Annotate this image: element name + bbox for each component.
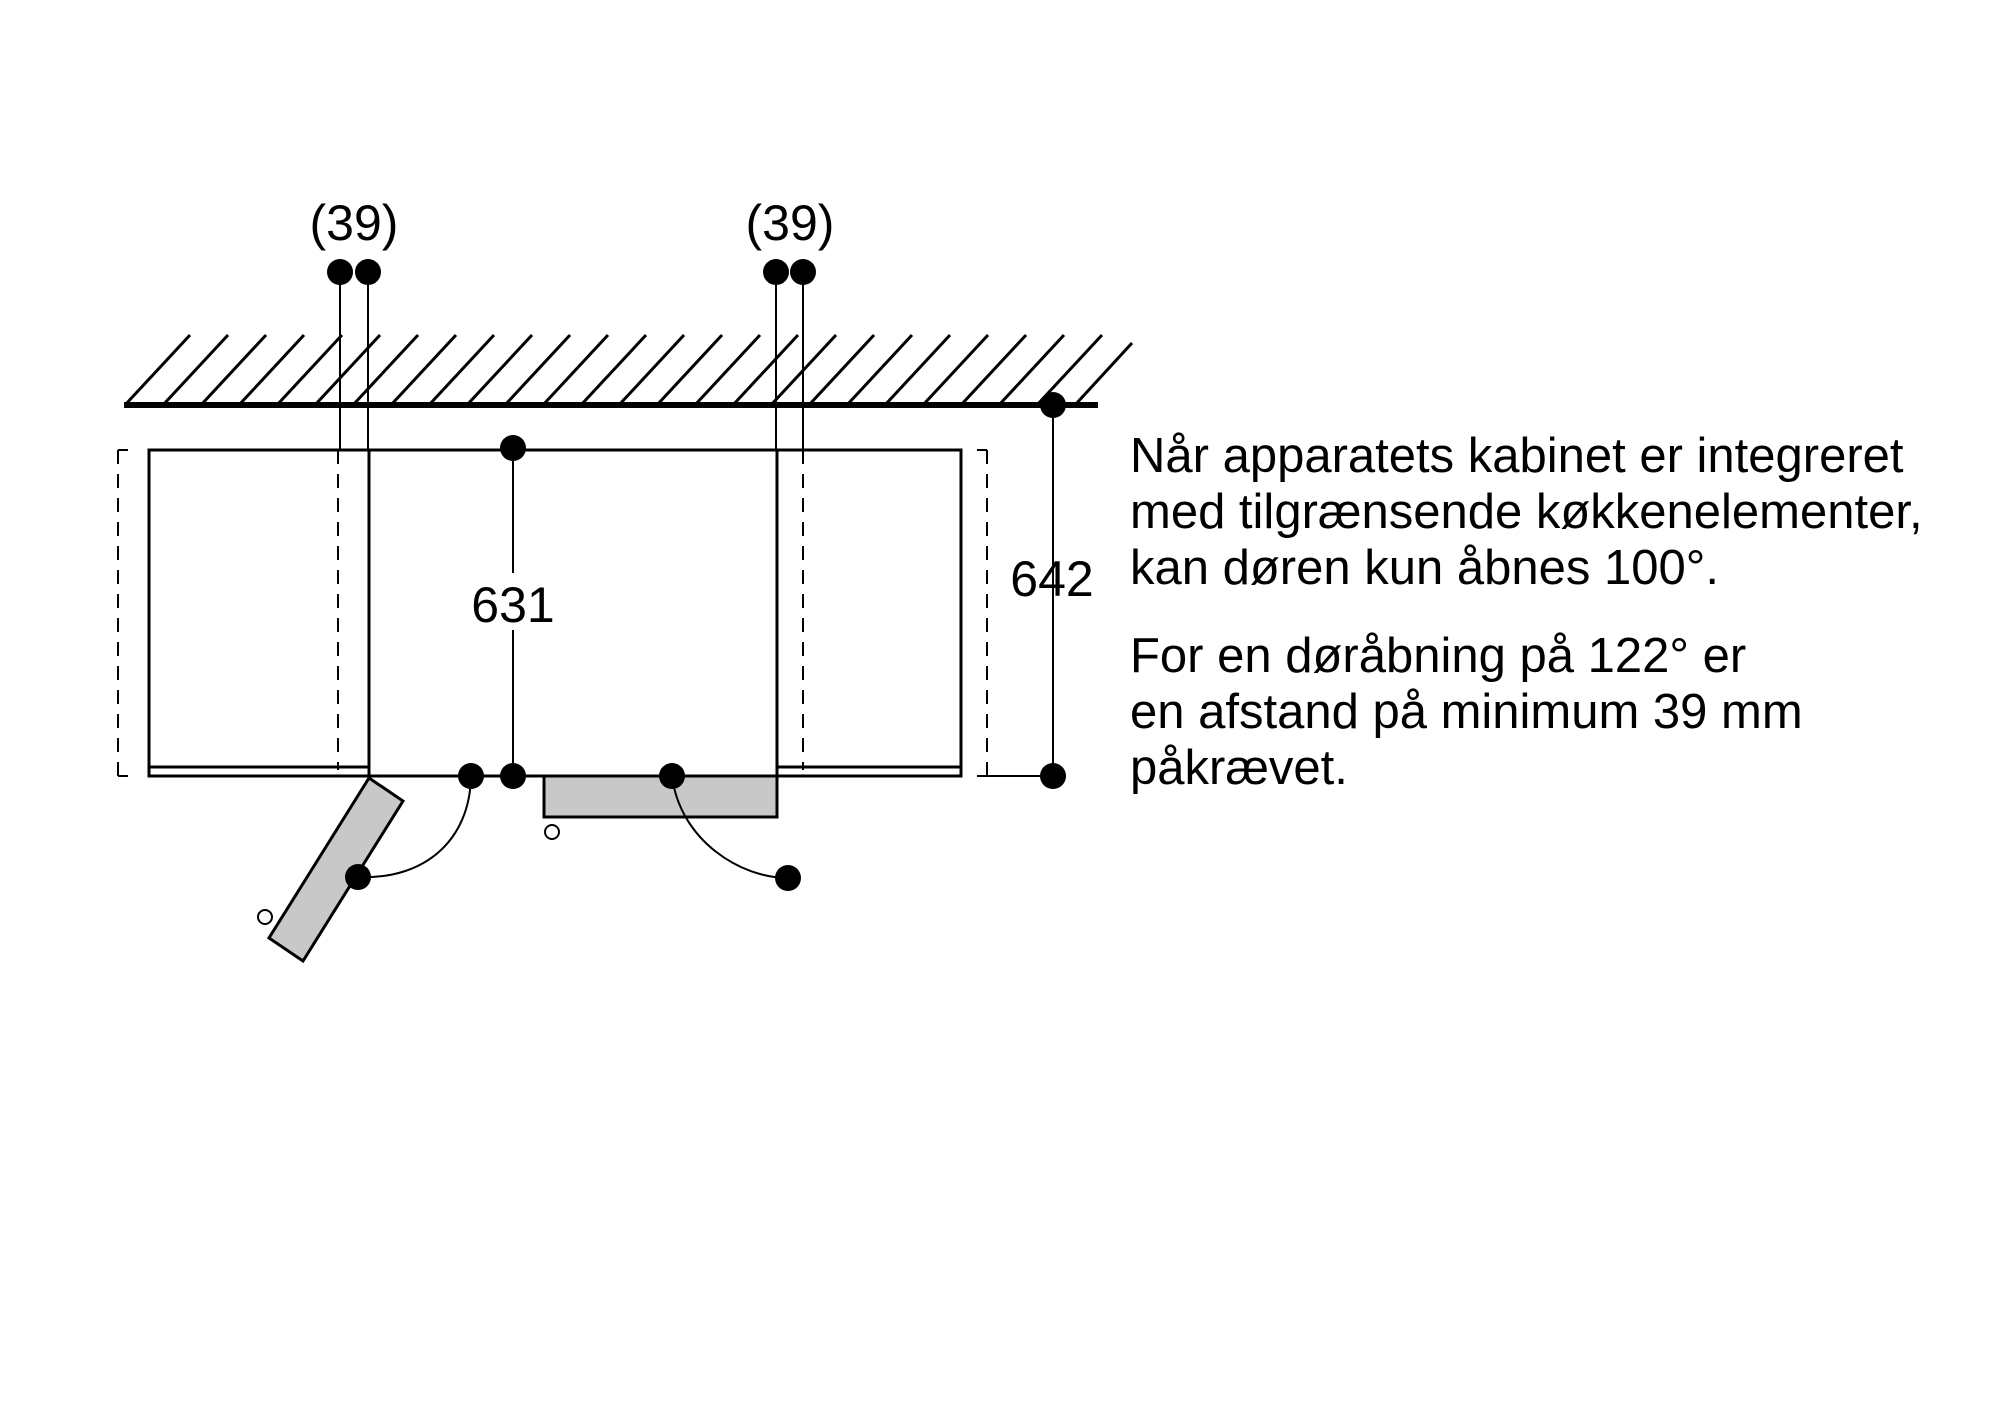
- note-door-122: For en døråbning på 122° er en afstand p…: [1130, 628, 1990, 796]
- total-depth-label: 642: [1010, 551, 1093, 607]
- depth-642-dimension: [987, 392, 1066, 789]
- note-line: påkrævet.: [1130, 741, 1348, 795]
- door-closed: [542, 763, 801, 891]
- note-line: en afstand på minimum 39 mm: [1130, 685, 1803, 739]
- note-door-100: Når apparatets kabinet er integreret med…: [1130, 428, 1990, 596]
- note-line: For en døråbning på 122° er: [1130, 629, 1747, 683]
- dashed-outlines: [117, 449, 988, 777]
- note-line: Når apparatets kabinet er integreret: [1130, 429, 1904, 483]
- note-line: kan døren kun åbnes 100°.: [1130, 541, 1719, 595]
- note-line: med tilgrænsende køkkenelementer,: [1130, 485, 1923, 539]
- gap-dimension-lines: [339, 272, 804, 450]
- right-cabinet: [775, 448, 963, 778]
- appliance-cabinet: [367, 448, 779, 778]
- wall-hatching: [123, 333, 1134, 407]
- left-cabinet: [147, 448, 371, 778]
- gap-label-left: (39): [310, 195, 399, 251]
- dimension-dots: [327, 259, 816, 285]
- door-open-100: [257, 763, 484, 964]
- depth-631-dimension: [500, 435, 526, 789]
- appliance-depth-label: 631: [471, 577, 554, 633]
- gap-label-right: (39): [746, 195, 835, 251]
